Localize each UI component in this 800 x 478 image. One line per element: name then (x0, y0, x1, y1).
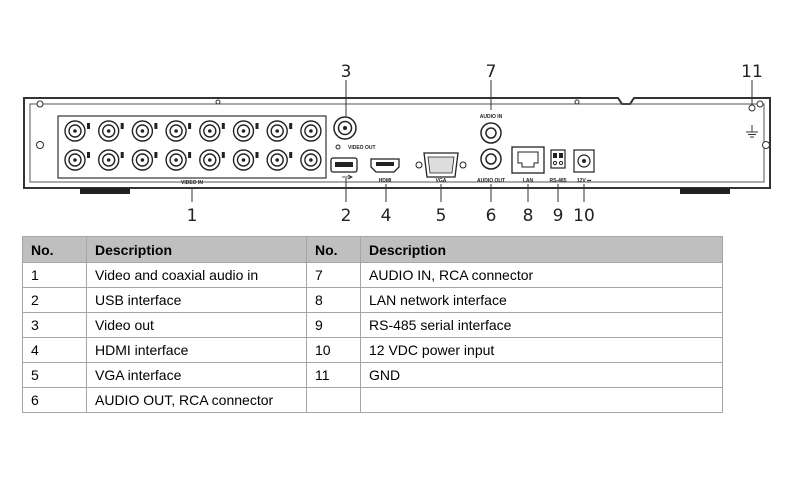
cell-no-right: 7 (306, 262, 361, 288)
cell-no-left: 4 (22, 337, 87, 363)
bnc-connector (266, 149, 293, 171)
cell-no-right: 9 (306, 312, 361, 338)
usb-icon (342, 174, 353, 180)
video-out-bnc (333, 116, 357, 150)
power-input (573, 149, 595, 173)
header-no-right: No. (306, 236, 361, 263)
bnc-connector (97, 149, 124, 171)
cell-no-right (306, 387, 361, 413)
cell-no-right: 10 (306, 337, 361, 363)
video-out-label: VIDEO OUT (348, 145, 376, 151)
bnc-connector (199, 120, 225, 142)
bnc-connector (266, 120, 293, 142)
cell-no-right: 8 (306, 287, 361, 313)
lan-port (511, 146, 545, 174)
cell-description-right: AUDIO IN, RCA connector (360, 262, 723, 288)
bnc-connector (232, 120, 259, 142)
bnc-connector (131, 120, 158, 142)
cell-no-left: 3 (22, 312, 87, 338)
cell-description-right (360, 387, 723, 413)
bnc-connector (64, 149, 90, 171)
cell-description-left: Video and coaxial audio in (86, 262, 307, 288)
vga-label: VGA (436, 178, 447, 184)
cell-description-left: AUDIO OUT, RCA connector (86, 387, 307, 413)
vga-port (415, 152, 467, 178)
header-description-left: Description (86, 236, 307, 263)
cell-description-right: GND (360, 362, 723, 388)
rear-panel-diagram: VIDEO IN VIDEO OUT HDMI VGA AUDIO IN AUD… (23, 62, 771, 226)
table-header-row: No. Description No. Description (22, 236, 723, 263)
cell-no-left: 2 (22, 287, 87, 313)
audio-in-rca (480, 122, 502, 144)
hdmi-port (370, 158, 400, 173)
bnc-connector (64, 120, 90, 142)
callout-4: 4 (381, 206, 392, 226)
cell-no-left: 1 (22, 262, 87, 288)
cell-description-left: VGA interface (86, 362, 307, 388)
callout-2: 2 (341, 206, 352, 226)
callout-3: 3 (341, 62, 352, 82)
bnc-connector (300, 120, 322, 142)
bnc-connector (232, 149, 259, 171)
rs485-label: RS-485 (550, 178, 567, 184)
bnc-connector (131, 149, 158, 171)
cell-description-left: HDMI interface (86, 337, 307, 363)
callout-6: 6 (486, 206, 497, 226)
bnc-connector (300, 149, 322, 171)
callout-5: 5 (436, 206, 447, 226)
header-no-left: No. (22, 236, 87, 263)
bnc-connector (97, 120, 124, 142)
callout-1: 1 (187, 206, 198, 226)
bnc-connector (165, 149, 192, 171)
cell-description-right: RS-485 serial interface (360, 312, 723, 338)
power-label: 12V ⎓ (577, 178, 591, 184)
cell-description-left: USB interface (86, 287, 307, 313)
rs485-terminal (550, 149, 566, 169)
usb-port (330, 157, 358, 180)
audio-in-label: AUDIO IN (480, 114, 503, 120)
hdmi-label: HDMI (379, 178, 392, 184)
chassis (23, 97, 771, 194)
bnc-connector (165, 120, 192, 142)
cell-no-right: 11 (306, 362, 361, 388)
callout-8: 8 (523, 206, 534, 226)
cell-description-right: LAN network interface (360, 287, 723, 313)
lan-label: LAN (523, 178, 534, 184)
audio-out-label: AUDIO OUT (477, 178, 505, 184)
video-in-bnc-group (57, 115, 327, 179)
cell-description-left: Video out (86, 312, 307, 338)
callout-10: 10 (573, 206, 595, 226)
callout-11: 11 (741, 62, 763, 82)
cell-no-left: 5 (22, 362, 87, 388)
video-in-label: VIDEO IN (181, 180, 203, 186)
cell-no-left: 6 (22, 387, 87, 413)
audio-out-rca (480, 148, 502, 170)
bnc-connector (199, 149, 225, 171)
callout-9: 9 (553, 206, 564, 226)
header-description-right: Description (360, 236, 723, 263)
cell-description-right: 12 VDC power input (360, 337, 723, 363)
callout-7: 7 (486, 62, 497, 82)
callout-leaders (191, 80, 753, 202)
